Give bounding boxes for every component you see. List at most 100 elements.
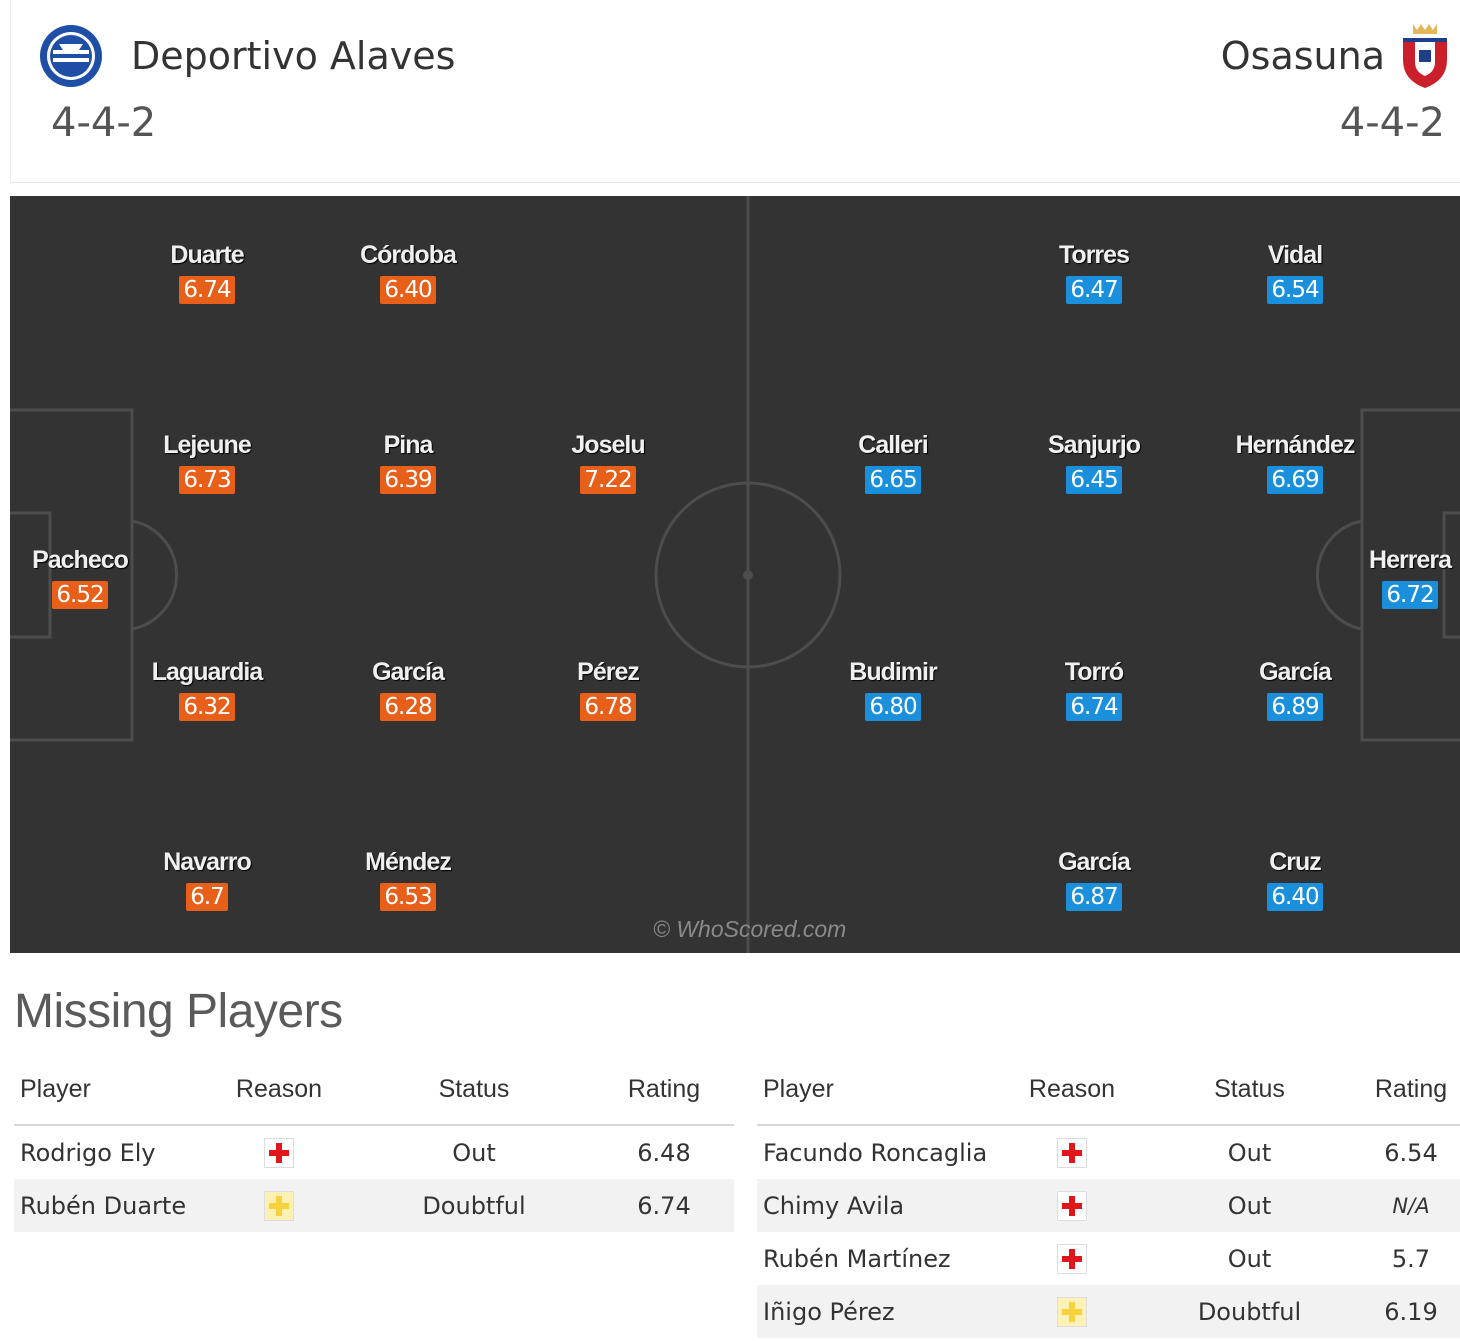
player-name: Córdoba xyxy=(360,241,457,269)
table-row: Chimy Avila Out N/A xyxy=(757,1179,1460,1232)
player-name: Hernández xyxy=(1235,431,1356,459)
missing-player-name[interactable]: Chimy Avila xyxy=(757,1179,1007,1232)
missing-rating: 6.74 xyxy=(594,1179,734,1232)
osasuna-crest-icon[interactable] xyxy=(1399,20,1451,90)
away-player[interactable]: Cruz 6.40 xyxy=(1195,847,1395,911)
away-formation: 4-4-2 xyxy=(1339,100,1445,146)
column-header-rating[interactable]: Rating xyxy=(594,1054,734,1126)
home-formation: 4-4-2 xyxy=(51,100,157,146)
home-team-name[interactable]: Deportivo Alaves xyxy=(131,34,456,78)
player-rating: 6.28 xyxy=(380,693,436,721)
player-rating: 6.65 xyxy=(865,466,921,494)
match-header: Deportivo Alaves 4-4-2 Osasuna 4-4-2 xyxy=(10,0,1460,183)
missing-player-name[interactable]: Rubén Duarte xyxy=(14,1179,204,1232)
missing-players-title: Missing Players xyxy=(14,985,343,1038)
missing-player-name[interactable]: Facundo Roncaglia xyxy=(763,1138,988,1167)
player-rating: 6.7 xyxy=(186,883,228,911)
missing-rating: 5.7 xyxy=(1391,1244,1431,1273)
column-header-reason[interactable]: Reason xyxy=(204,1054,354,1126)
player-name: García xyxy=(372,658,445,686)
player-rating: 6.52 xyxy=(52,581,108,609)
missing-rating: 6.48 xyxy=(637,1138,691,1167)
column-header-status[interactable]: Status xyxy=(1137,1054,1362,1126)
missing-rating: N/A xyxy=(1362,1179,1460,1232)
injury-icon[interactable] xyxy=(1057,1137,1087,1168)
player-rating: 6.80 xyxy=(865,693,921,721)
missing-player-name[interactable]: Rubén Martínez xyxy=(763,1244,951,1273)
player-name: Méndez xyxy=(365,848,452,876)
player-name: Laguardia xyxy=(151,658,263,686)
missing-status: Out xyxy=(452,1138,496,1167)
column-header-reason[interactable]: Reason xyxy=(1007,1054,1137,1126)
player-name: Budimir xyxy=(849,658,937,686)
column-header-rating[interactable]: Rating xyxy=(1362,1054,1460,1126)
home-player[interactable]: García 6.28 xyxy=(308,657,508,721)
missing-rating: 6.54 xyxy=(1384,1138,1438,1167)
home-player[interactable]: Pacheco 6.52 xyxy=(10,545,180,609)
doubtful-icon[interactable] xyxy=(264,1190,294,1221)
missing-status: Out xyxy=(1227,1244,1272,1273)
player-name: Pacheco xyxy=(32,546,129,574)
column-header-player[interactable]: Player xyxy=(757,1054,1007,1126)
away-player[interactable]: Herrera 6.72 xyxy=(1360,545,1460,609)
missing-player-name[interactable]: Iñigo Pérez xyxy=(757,1285,1007,1338)
missing-player-name[interactable]: Rodrigo Ely xyxy=(20,1138,156,1167)
player-name: Duarte xyxy=(170,241,244,269)
player-name: Pina xyxy=(383,431,434,459)
home-missing-table: Player Reason Status Rating Rodrigo Ely … xyxy=(14,1054,734,1232)
home-player[interactable]: Méndez 6.53 xyxy=(308,847,508,911)
table-row: Rodrigo Ely Out 6.48 xyxy=(14,1125,734,1179)
injury-icon[interactable] xyxy=(1057,1190,1087,1221)
player-rating: 6.72 xyxy=(1382,581,1438,609)
player-rating: 6.74 xyxy=(1066,693,1122,721)
player-rating: 6.40 xyxy=(1267,883,1323,911)
home-player[interactable]: Pina 6.39 xyxy=(308,430,508,494)
home-player[interactable]: Córdoba 6.40 xyxy=(308,240,508,304)
away-player[interactable]: Budimir 6.80 xyxy=(793,657,993,721)
player-name: Pérez xyxy=(577,658,640,686)
missing-status: Out xyxy=(1137,1179,1362,1232)
table-row: Rubén Martínez Out 5.7 xyxy=(757,1232,1460,1285)
player-rating: 7.22 xyxy=(580,466,636,494)
player-rating: 6.87 xyxy=(1066,883,1122,911)
pitch-markings xyxy=(10,196,1460,953)
formation-pitch: Duarte 6.74 Córdoba 6.40 Lejeune 6.73 Pina 6… xyxy=(10,196,1460,953)
injury-icon[interactable] xyxy=(264,1137,294,1168)
player-name: Cruz xyxy=(1269,848,1322,876)
missing-rating: 6.19 xyxy=(1362,1285,1460,1338)
player-rating: 6.39 xyxy=(380,466,436,494)
player-rating: 6.53 xyxy=(380,883,436,911)
missing-status: Doubtful xyxy=(354,1179,594,1232)
home-player[interactable]: Lejeune 6.73 xyxy=(107,430,307,494)
doubtful-icon[interactable] xyxy=(1057,1296,1087,1327)
player-rating: 6.89 xyxy=(1267,693,1323,721)
home-player[interactable]: Pérez 6.78 xyxy=(508,657,708,721)
player-rating: 6.45 xyxy=(1066,466,1122,494)
home-player[interactable]: Navarro 6.7 xyxy=(107,847,307,911)
player-name: Vidal xyxy=(1267,241,1323,269)
away-team-name[interactable]: Osasuna xyxy=(1220,34,1385,78)
player-name: Navarro xyxy=(163,848,252,876)
alaves-crest-icon[interactable] xyxy=(39,24,103,88)
home-player[interactable]: Duarte 6.74 xyxy=(107,240,307,304)
player-name: Lejeune xyxy=(163,431,251,459)
player-rating: 6.40 xyxy=(380,276,436,304)
injury-icon[interactable] xyxy=(1057,1243,1087,1274)
missing-status: Doubtful xyxy=(1137,1285,1362,1338)
player-rating: 6.73 xyxy=(179,466,235,494)
player-rating: 6.78 xyxy=(580,693,636,721)
player-name: Herrera xyxy=(1369,546,1452,574)
column-header-player[interactable]: Player xyxy=(14,1054,204,1126)
player-rating: 6.74 xyxy=(179,276,235,304)
column-header-status[interactable]: Status xyxy=(354,1054,594,1126)
